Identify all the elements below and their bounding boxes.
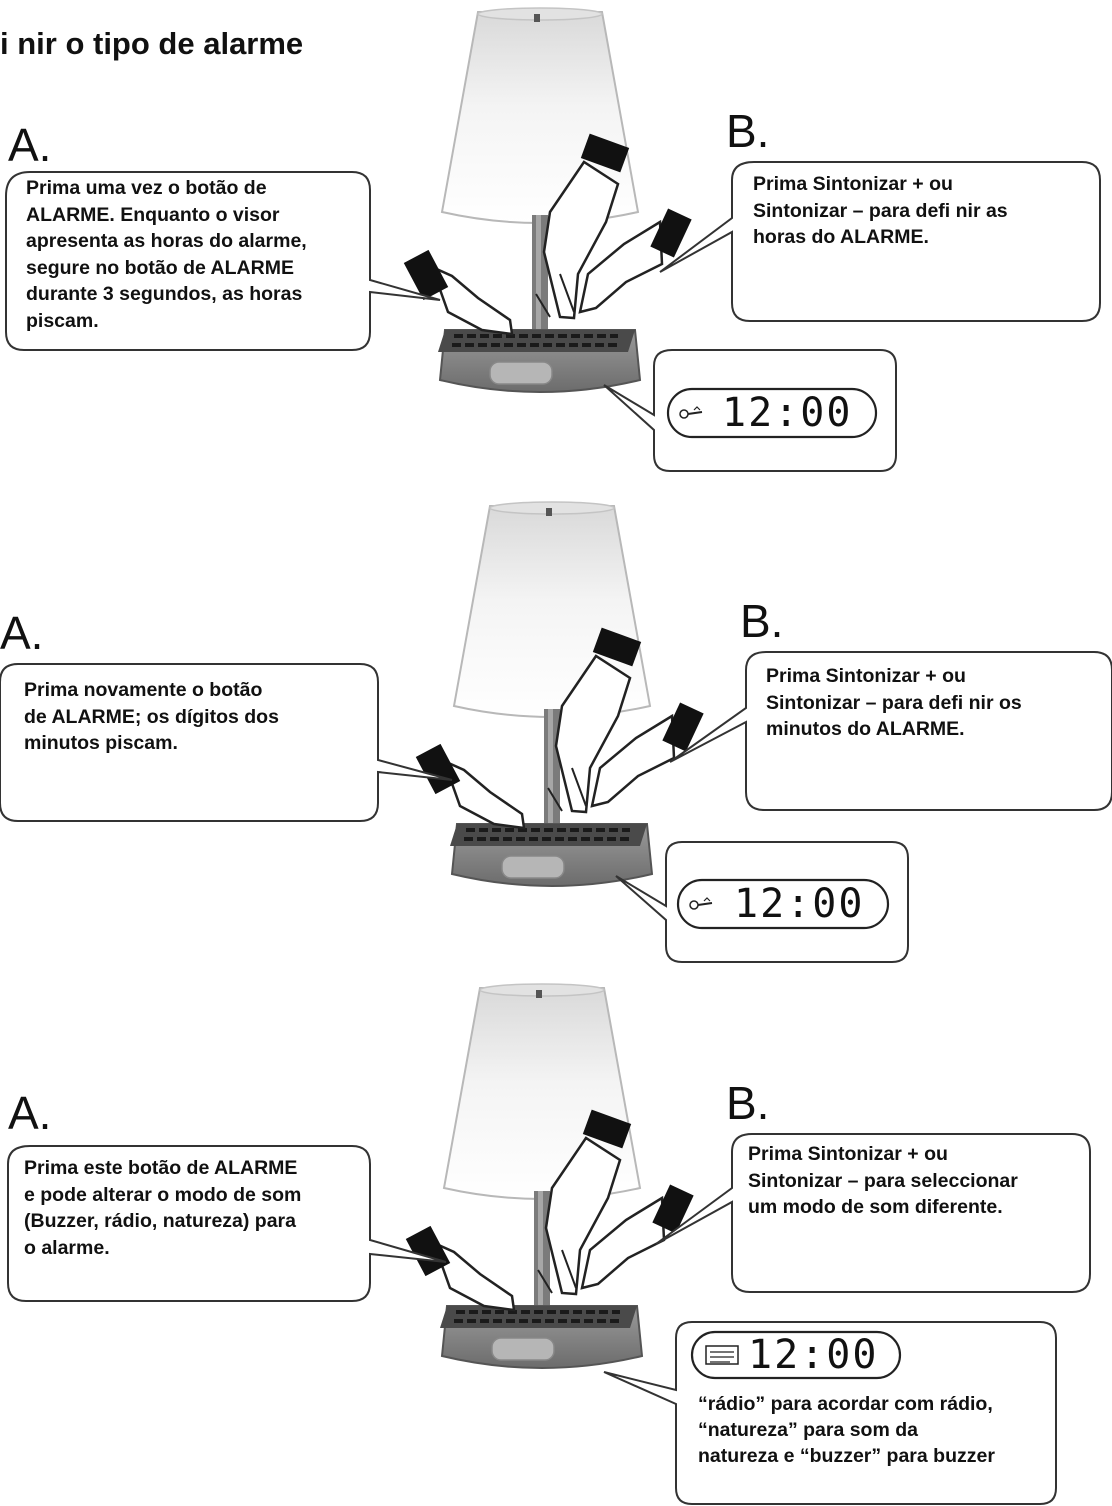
step-2-b-letter: B. [740,598,783,644]
step-2-illustration [416,502,704,886]
step-2-a-letter: A. [0,610,43,656]
step-3-display-note: “rádio” para acordar com rádio, “naturez… [698,1391,995,1469]
step-3-a-letter: A. [8,1090,51,1136]
step-1-display-time: 12:00 [722,389,852,437]
step-3-b-letter: B. [726,1080,769,1126]
step-3-b-text: Prima Sintonizar + ou Sintonizar – para … [748,1141,1018,1221]
step-3-display-time: 12:00 [748,1331,878,1379]
step-3-a-text: Prima este botão de ALARME e pode altera… [24,1155,301,1261]
step-1-illustration [404,8,692,392]
step-2-b-text: Prima Sintonizar + ou Sintonizar – para … [766,663,1022,743]
page-title: i nir o tipo de alarme [0,26,303,62]
step-1-a-letter: A. [8,122,51,168]
step-2-display-time: 12:00 [734,880,864,928]
lamp-with-hands-icon [406,984,694,1368]
lamp-with-hands-icon [416,502,704,886]
step-1-a-text: Prima uma vez o botão de ALARME. Enquant… [26,175,307,334]
step-2-a-text: Prima novamente o botão de ALARME; os dí… [24,677,279,757]
step-3-illustration [406,984,694,1368]
step-1-b-letter: B. [726,108,769,154]
lamp-with-hands-icon [404,8,692,392]
step-1-b-text: Prima Sintonizar + ou Sintonizar – para … [753,171,1008,251]
